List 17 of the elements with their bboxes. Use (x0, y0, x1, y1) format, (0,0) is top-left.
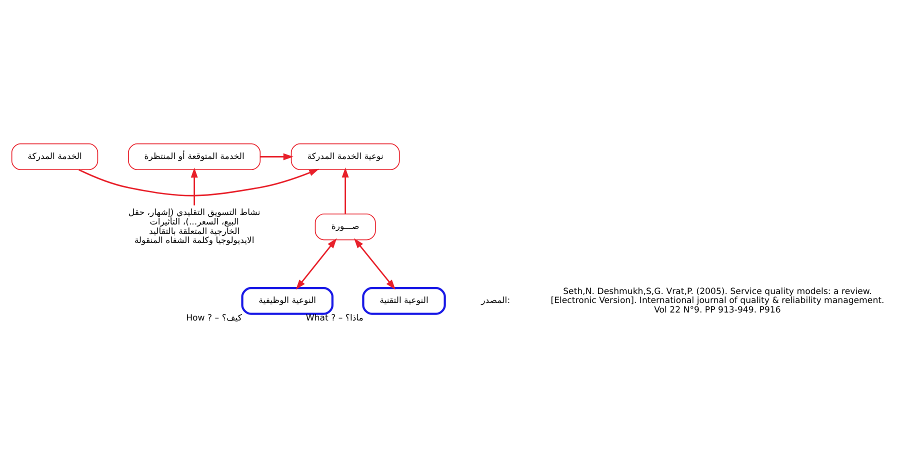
label: Seth,N. Deshmukh,S,G. Vrat,P. (2005). Service quality models: a review. [Electronic Version]. International journal of quality & reliability management. Vol 22 N°9. PP 913-949. P916 (550, 286, 884, 315)
arrow (354, 238, 396, 290)
node-label: How ? – كيف؟ (186, 313, 242, 324)
arrow (342, 166, 349, 214)
node-text: نشاط التسويق التقليدي (إشهار، حقل البيع، السعر...)، التأثيرات الخارجية المتعلقة بالتقاليد الايديولوجيا وكلمة الشفاه المنقولة (128, 208, 260, 246)
node-box: صـــورة (314, 213, 376, 240)
arrow (296, 238, 337, 290)
arrow (190, 167, 198, 205)
node-box: الخدمة المتوقعة أو المنتظرة (128, 142, 261, 170)
label: المصدر: (481, 296, 510, 306)
node-box: النوعية الوظيفية (241, 286, 334, 314)
node-box: الخدمة المدركة (11, 142, 98, 170)
node-label: What ? – ماذا؟ (306, 313, 364, 324)
arrow (260, 152, 294, 160)
node-box: نوعية الخدمة المدركة (290, 142, 400, 170)
node-box: النوعية التقنية (362, 286, 446, 314)
arrow (78, 168, 320, 196)
